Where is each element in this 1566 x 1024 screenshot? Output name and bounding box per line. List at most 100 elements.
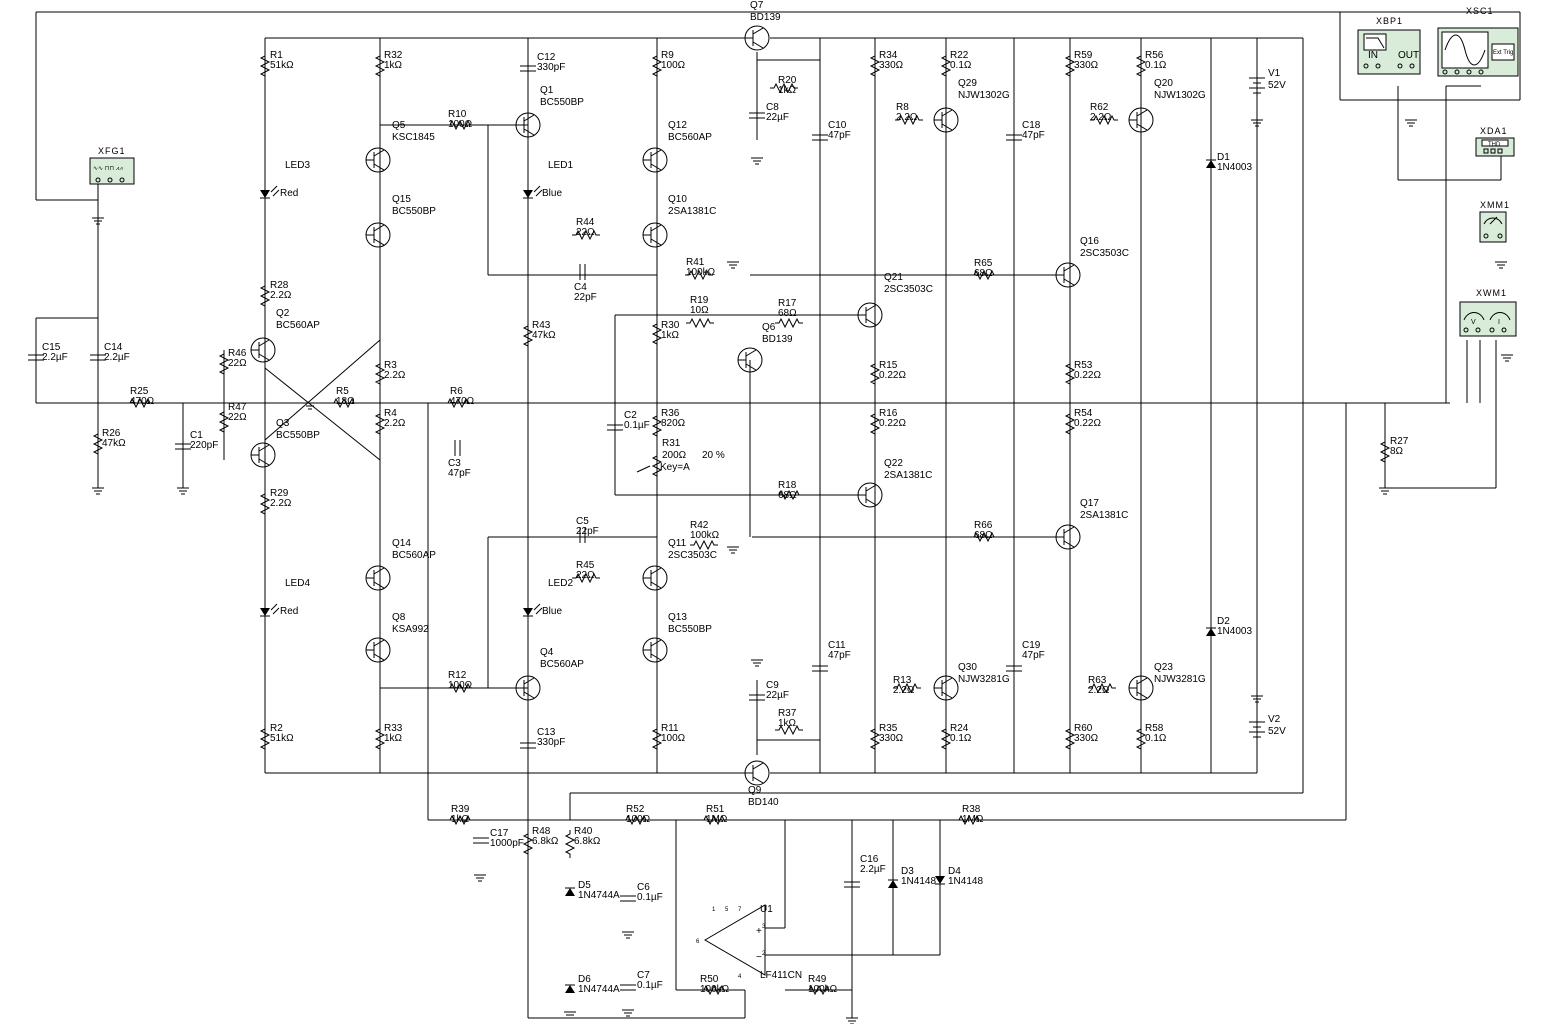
value-r9: 100Ω: [661, 60, 686, 71]
value-r38: 1MΩ: [962, 814, 984, 825]
diode-led1: [523, 185, 543, 199]
wattmeter-xwm1[interactable]: XWM1 V I: [1459, 288, 1517, 337]
label-q3: Q3: [276, 418, 290, 429]
pin-3: 3: [762, 924, 766, 930]
ground-g6: [622, 931, 634, 939]
value-r58: 0.1Ω: [1145, 733, 1167, 744]
diode-d6: [565, 984, 575, 993]
bode-plotter-xbp1[interactable]: XBP1 IN OUT: [1357, 16, 1421, 75]
label-r13: R13: [893, 675, 912, 686]
label-r18: R18: [778, 480, 797, 491]
label-c12: C12: [537, 52, 556, 63]
label-v1: V1: [1268, 68, 1281, 79]
ground-g16: [1405, 119, 1417, 127]
potentiometer-r31: [636, 465, 651, 473]
label-q2: Q2: [276, 308, 290, 319]
label-r63: R63: [1088, 675, 1107, 686]
value-r56: 0.1Ω: [1145, 60, 1167, 71]
label-q1: Q1: [540, 85, 554, 96]
value-r65: 68Ω: [974, 268, 993, 279]
resistor-r62: [1090, 114, 1118, 126]
label-r11: R11: [661, 723, 679, 734]
label-r40: R40: [574, 826, 593, 837]
resistor-r48: [522, 830, 534, 858]
transistor-q5: [365, 147, 391, 173]
value-c15: 2.2µF: [42, 352, 68, 363]
label-q7: Q7: [750, 0, 764, 11]
value-c1: 220pF: [190, 440, 218, 451]
label-led1: LED1: [548, 160, 573, 171]
resistor-r27: [1379, 438, 1391, 466]
resistor-r26: [92, 430, 104, 458]
pin-1: 1: [712, 907, 716, 913]
function-generator-xfg1[interactable]: XFG1 ∿∿ ⊓⊓ ⩘⩘: [89, 146, 135, 185]
label-v2: V2: [1268, 714, 1281, 725]
label-r35: R35: [879, 723, 898, 734]
value-r11: 100Ω: [661, 733, 686, 744]
resistor-r15: [869, 360, 881, 388]
capacitor-c1: [175, 443, 191, 450]
part-q10: 2SA1381C: [668, 206, 716, 217]
value-r1: 51kΩ: [270, 60, 294, 71]
diode-d1: [1206, 159, 1216, 168]
resistor-r29: [259, 490, 271, 518]
value-r39: 1kΩ: [451, 814, 470, 825]
capacitor-c6: [620, 895, 636, 902]
transistor-q20: [1128, 107, 1154, 133]
label-r15: R15: [879, 360, 898, 371]
part-q1: BC550BP: [540, 97, 584, 108]
value-r36: 820Ω: [661, 418, 686, 429]
resistor-r47: [218, 408, 230, 436]
part-d1: 1N4003: [1217, 162, 1252, 173]
label-r6: R6: [450, 386, 463, 397]
label-r39: R39: [451, 804, 470, 815]
value-c6: 0.1µF: [637, 892, 663, 903]
part-q23: NJW3281G: [1154, 674, 1206, 685]
value-r46: 22Ω: [228, 358, 247, 369]
label-r9: R9: [661, 50, 674, 61]
label-d6: D6: [578, 974, 591, 985]
pin-5: 5: [725, 907, 729, 913]
distortion-analyzer-xda1[interactable]: XDA1 THD: [1475, 126, 1515, 157]
value-c17: 1000pF: [490, 838, 524, 849]
color-led2: Blue: [542, 606, 562, 617]
value-r16: 0.22Ω: [879, 418, 906, 429]
value-c11: 47pF: [828, 650, 851, 661]
resistor-r53: [1064, 360, 1076, 388]
resistor-r43: [522, 322, 534, 350]
oscilloscope-xsc1[interactable]: XSC1 Ext Trig: [1437, 6, 1519, 77]
transistor-q2: [250, 337, 276, 363]
transistor-q8: [365, 637, 391, 663]
label-d2: D2: [1217, 616, 1230, 627]
value-c16: 2.2µF: [860, 864, 886, 875]
label-r45: R45: [576, 560, 595, 571]
resistor-r18: [775, 489, 803, 501]
label-c8: C8: [766, 102, 779, 113]
capacitor-c19: [1006, 665, 1022, 672]
label-r19: R19: [690, 295, 709, 306]
label-r26: R26: [102, 428, 121, 439]
value-r42: 100kΩ: [690, 530, 720, 541]
resistor-r31: [651, 452, 663, 480]
label-c17: C17: [490, 828, 509, 839]
value-c5: 22pF: [576, 526, 599, 537]
label-r47: R47: [228, 402, 247, 413]
value-r66: 68Ω: [974, 530, 993, 541]
resistor-r39: [446, 814, 474, 826]
value-r18: 68Ω: [778, 490, 797, 501]
transistor-q11: [642, 565, 668, 591]
label-c15: C15: [42, 342, 61, 353]
svg-text:∿∿ ⊓⊓ ⩘⩘: ∿∿ ⊓⊓ ⩘⩘: [93, 166, 123, 172]
label-c1: C1: [190, 430, 203, 441]
pin-minus-sign: −: [756, 952, 762, 963]
label-q9: Q9: [748, 785, 762, 796]
multimeter-xmm1[interactable]: XMM1: [1479, 200, 1510, 243]
label-c9: C9: [766, 680, 779, 691]
resistor-r42: [690, 539, 718, 551]
value-r37: 1kΩ: [778, 718, 797, 729]
transistor-q3: [250, 442, 276, 468]
label-c16: C16: [860, 854, 879, 865]
value-r53: 0.22Ω: [1074, 370, 1101, 381]
ground-g7: [622, 1009, 634, 1017]
transistor-q12: [642, 147, 668, 173]
